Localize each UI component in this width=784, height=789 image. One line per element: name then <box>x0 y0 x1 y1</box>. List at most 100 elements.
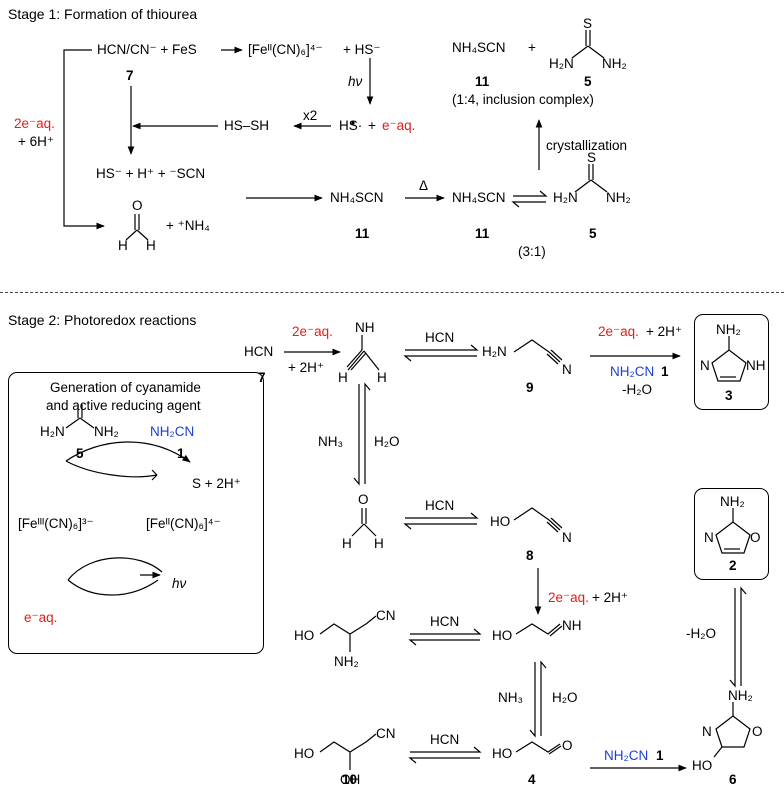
nh2-2: NH₂ <box>720 494 745 509</box>
n-6: N <box>702 724 712 739</box>
hcn-start: HCN <box>244 344 274 359</box>
n-2: N <box>704 530 714 545</box>
compound-2-box <box>694 488 769 580</box>
cyanamide-generation-box <box>8 372 264 654</box>
ho-10-a: HO <box>294 746 315 761</box>
plus-1: + <box>368 118 376 133</box>
minus-h2o-2: -H₂O <box>686 626 716 641</box>
compound-7-label: 7 <box>126 68 134 83</box>
n-3: N <box>700 358 710 373</box>
six-h-plus: + 6H⁺ <box>18 134 55 149</box>
stage2-title: Stage 2: Photoredox reactions <box>8 312 197 328</box>
compound-3-box <box>694 314 769 410</box>
h2n-thiourea-stage1-b: H₂N <box>553 190 578 205</box>
two-e-aq-s2c: 2e⁻aq. <box>548 590 589 605</box>
h-formaldehyde-right-s2: H <box>374 536 384 551</box>
h-imine-left: H <box>338 370 348 385</box>
hv-label: hν <box>348 74 363 89</box>
fe-iii-complex: [Feᴵᴵᴵ(CN)₆]³⁻ <box>18 516 94 531</box>
plus-2: + <box>528 40 536 55</box>
nh2-3: NH₂ <box>716 322 741 337</box>
nh4scn-2: NH₄SCN <box>452 190 506 205</box>
hcn-eq-2: HCN <box>425 498 455 513</box>
two-e-aq-stage1: 2e⁻aq. <box>14 116 55 131</box>
compound-8-label: 8 <box>526 548 534 563</box>
ho-imine: HO <box>492 628 513 643</box>
nh2cn-reagent-1: NH₂CN <box>610 364 655 379</box>
h-formaldehyde-left-s2: H <box>342 536 352 551</box>
hs-sh: HS–SH <box>224 118 270 133</box>
two-h-plus-s2b: + 2H⁺ <box>646 324 683 339</box>
o-2: O <box>750 530 761 545</box>
compound-10-label-visible: 10 <box>342 772 358 787</box>
plus-hs: + HS⁻ <box>343 42 381 57</box>
nh2-thiourea-stage1-a: NH₂ <box>602 56 627 71</box>
compound-7-label-s2: 7 <box>258 370 266 385</box>
h-left-formaldehyde: H <box>118 238 128 253</box>
fe-ii-complex: [Feᴵᴵ(CN)₆]⁴⁻ <box>248 42 323 57</box>
compound-1-label-a: 1 <box>661 364 669 379</box>
compound-5-label-box: 5 <box>76 446 84 461</box>
cn-10: CN <box>376 726 396 741</box>
compound-5-label-a: 5 <box>584 74 592 89</box>
box-title-line-2: and active reducing agent <box>46 398 201 413</box>
h2n-thiourea-box: H₂N <box>40 424 65 439</box>
two-h-plus-s2a: + 2H⁺ <box>288 360 325 375</box>
compound-5-label-b: 5 <box>589 226 597 241</box>
ho-6: HO <box>692 758 713 773</box>
nh4scn-top: NH₄SCN <box>452 40 506 55</box>
e-aq-stage1: e⁻aq. <box>382 118 416 133</box>
stage-divider <box>0 292 784 293</box>
x2-label: x2 <box>303 108 318 123</box>
ho-aminonitrile: HO <box>294 628 315 643</box>
hv-box: hν <box>172 576 187 591</box>
e-aq-box: e⁻aq. <box>24 610 58 625</box>
s-thiourea-stage1-b: S <box>587 150 597 165</box>
compound-1-label-box: 1 <box>177 446 185 461</box>
h-imine-right: H <box>377 370 387 385</box>
nh-hydroxyimine: NH <box>562 618 582 633</box>
n-nitrile-8: N <box>562 530 572 545</box>
hcn-cn-fes: HCN/CN⁻ + FeS <box>97 42 197 57</box>
stage1-title: Stage 1: Formation of thiourea <box>8 6 198 22</box>
nh2cn-reagent-2: NH₂CN <box>604 748 649 763</box>
two-h-plus-s2c: + 2H⁺ <box>592 590 629 605</box>
nh3-2: NH₃ <box>498 690 523 705</box>
compound-2-label: 2 <box>729 558 737 573</box>
nh-imine: NH <box>355 320 375 335</box>
nh2-aminonitrile: NH₂ <box>334 654 359 669</box>
h2n-9: H₂N <box>482 344 507 359</box>
s-2h-plus: S + 2H⁺ <box>192 476 241 491</box>
ho-4: HO <box>492 746 513 761</box>
two-e-aq-s2b: 2e⁻aq. <box>598 324 639 339</box>
nh2-thiourea-stage1-b: NH₂ <box>606 190 631 205</box>
compound-6-label: 6 <box>729 772 737 787</box>
nh3-1: NH₃ <box>318 434 343 449</box>
compound-3-label: 3 <box>725 388 733 403</box>
ho-8: HO <box>490 514 511 529</box>
fe-ii-complex-box: [Feᴵᴵ(CN)₆]⁴⁻ <box>146 516 221 531</box>
o-formaldehyde: O <box>132 198 143 213</box>
compound-1-label-b: 1 <box>656 748 664 763</box>
h-right-formaldehyde: H <box>146 238 156 253</box>
hs-radical: HS· <box>339 118 363 133</box>
compound-11-label-top: 11 <box>475 74 490 89</box>
h2o-1: H₂O <box>374 434 400 449</box>
hs-h-scn-line: HS⁻ + H⁺ + ⁻SCN <box>96 166 206 181</box>
nh2-6: NH₂ <box>728 688 753 703</box>
h2o-2: H₂O <box>552 690 578 705</box>
o-6: O <box>752 724 763 739</box>
hcn-eq-4: HCN <box>430 732 460 747</box>
plus-nh4: + ⁺NH₄ <box>166 218 210 233</box>
compound-4-label: 4 <box>528 772 536 787</box>
o-aldehyde-4: O <box>562 738 573 753</box>
nh4scn-1: NH₄SCN <box>330 190 384 205</box>
crystallization-label: crystallization <box>546 138 628 153</box>
minus-h2o-1: -H₂O <box>622 382 652 397</box>
nh2-thiourea-box: NH₂ <box>94 424 119 439</box>
nh2cn-box: NH₂CN <box>150 424 195 439</box>
n-nitrile-9: N <box>562 362 572 377</box>
oh-10: OH <box>340 772 361 787</box>
hcn-eq-1: HCN <box>425 330 455 345</box>
nh-3: NH <box>746 358 766 373</box>
